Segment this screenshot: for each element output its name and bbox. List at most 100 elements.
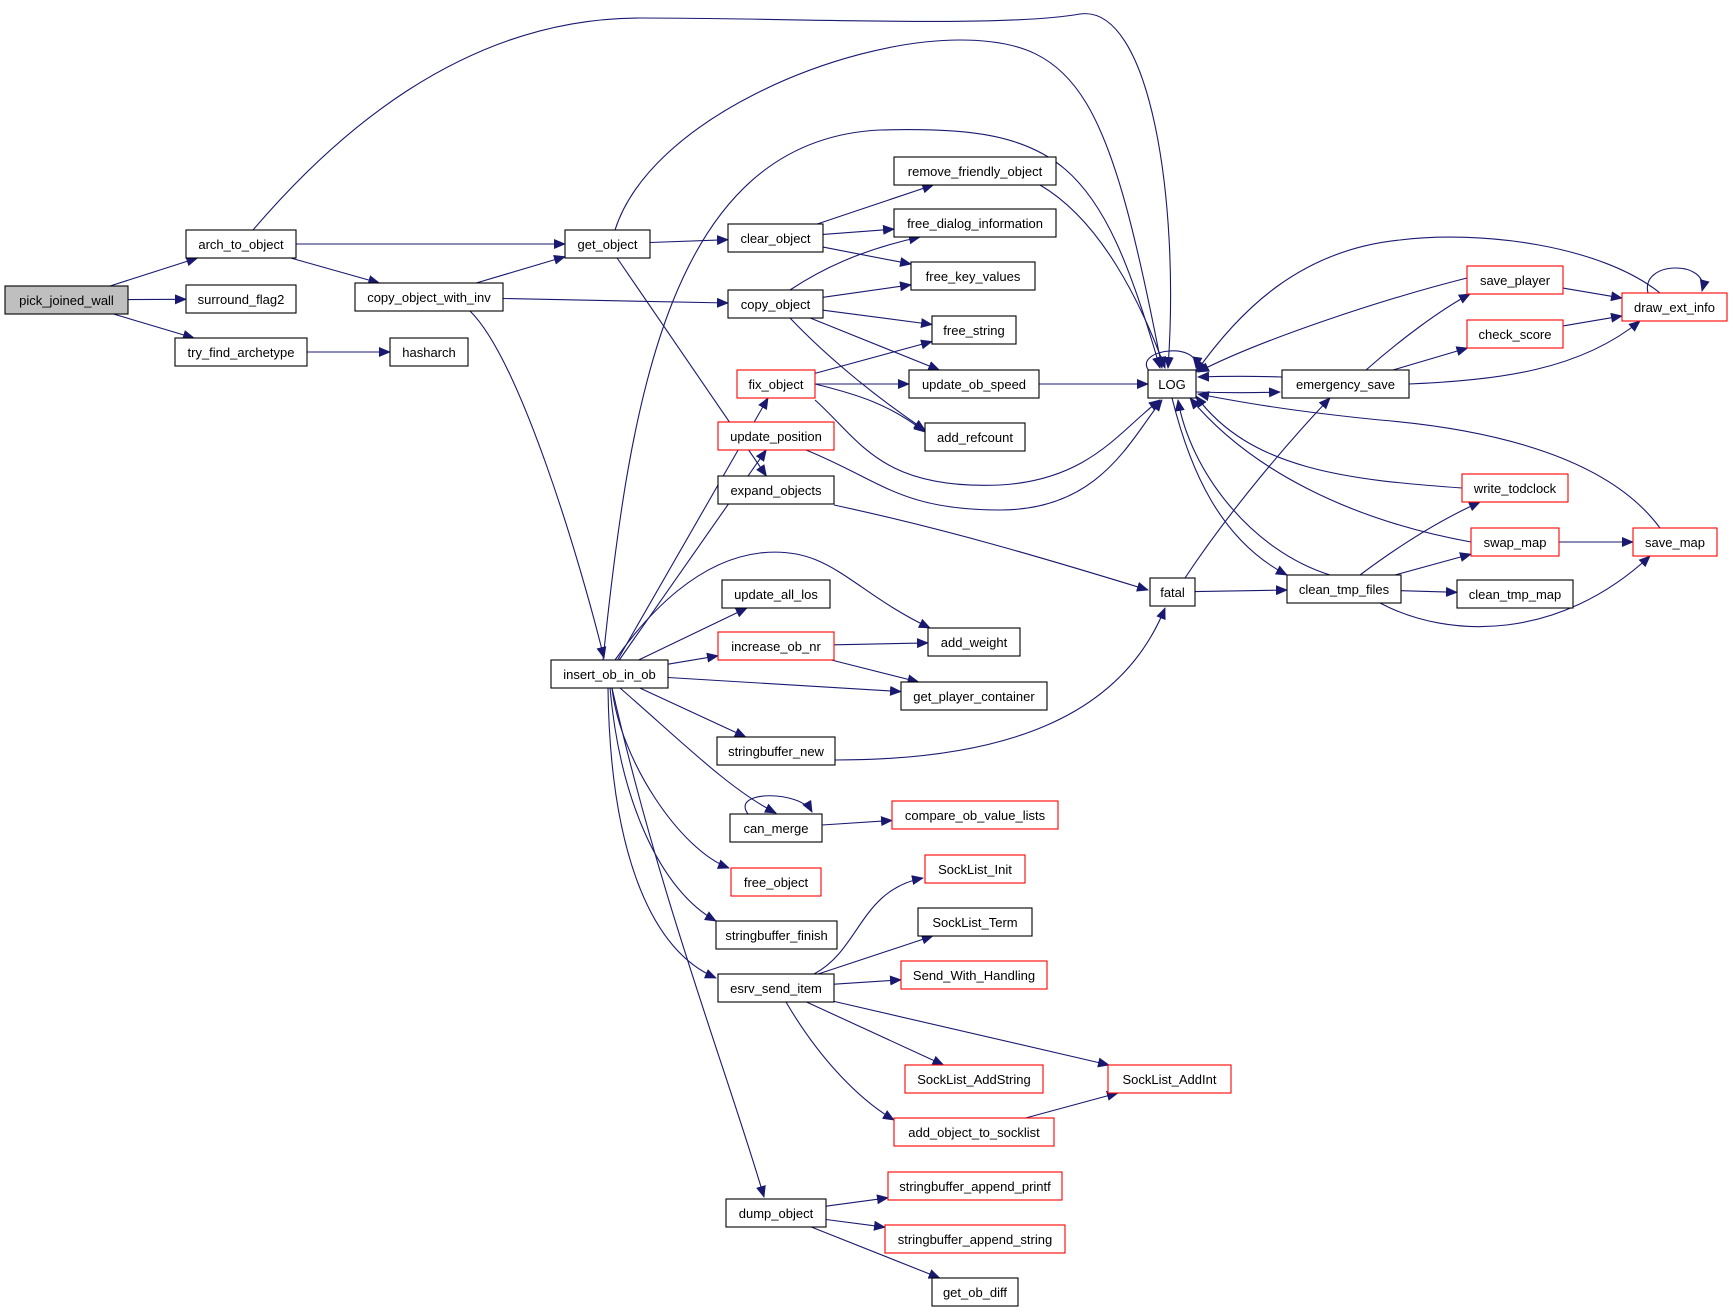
node-socklist-addstring[interactable]: SockList_AddString	[904, 1064, 1044, 1094]
node-box	[1281, 369, 1410, 399]
node-box	[717, 475, 835, 505]
node-insert-ob-in-ob[interactable]: insert_ob_in_ob	[550, 659, 669, 689]
node-free-key-values[interactable]: free_key_values	[910, 261, 1036, 291]
node-label: SockList_AddString	[917, 1072, 1030, 1087]
node-save-player[interactable]: save_player	[1466, 265, 1564, 295]
node-hasharch[interactable]: hasharch	[389, 337, 469, 367]
edge-insert-ob-in-ob-to-stringbuffer-new	[639, 687, 747, 738]
node-send-with-handling[interactable]: Send_With_Handling	[900, 960, 1048, 990]
node-esrv-send-item[interactable]: esrv_send_item	[717, 973, 835, 1003]
node-box	[564, 229, 651, 259]
edge-emergency-save-to-check-score	[1392, 346, 1469, 371]
node-box	[891, 800, 1059, 830]
node-get-ob-diff[interactable]: get_ob_diff	[931, 1277, 1019, 1307]
edge-insert-ob-in-ob-to-dump-object	[611, 687, 766, 1198]
node-socklist-term[interactable]: SockList_Term	[917, 907, 1033, 937]
node-label: stringbuffer_new	[728, 744, 824, 759]
node-box	[721, 579, 831, 609]
node-label: stringbuffer_append_string	[898, 1232, 1052, 1247]
node-box	[1466, 319, 1564, 349]
node-pick-joined-wall[interactable]: pick_joined_wall	[4, 285, 129, 315]
node-box	[715, 920, 838, 950]
node-socklist-addint[interactable]: SockList_AddInt	[1107, 1064, 1232, 1094]
node-copy-object[interactable]: copy_object	[727, 289, 824, 319]
node-update-ob-speed[interactable]: update_ob_speed	[908, 369, 1040, 399]
node-surround-flag2[interactable]: surround_flag2	[185, 284, 297, 314]
edge-copy-object-to-free-key-values	[822, 281, 912, 298]
node-arch-to-object[interactable]: arch_to_object	[185, 229, 297, 259]
edge-esrv-send-item-to-socklist-init	[813, 875, 924, 975]
node-label: free_string	[943, 323, 1004, 338]
edge-can-merge-to-can-merge	[744, 795, 813, 815]
node-stringbuffer-append-printf[interactable]: stringbuffer_append_printf	[887, 1171, 1063, 1201]
edge-dump-object-to-stringbuffer-append-string	[825, 1218, 886, 1231]
edge-fix-object-to-log	[814, 399, 1161, 486]
node-free-string[interactable]: free_string	[931, 315, 1017, 345]
node-socklist-init[interactable]: SockList_Init	[924, 854, 1026, 884]
node-add-weight[interactable]: add_weight	[927, 627, 1021, 657]
node-add-refcount[interactable]: add_refcount	[924, 422, 1026, 452]
node-remove-friendly-object[interactable]: remove_friendly_object	[893, 156, 1057, 186]
node-write-todclock[interactable]: write_todclock	[1461, 473, 1569, 503]
edge-clean-tmp-files-to-swap-map	[1394, 552, 1472, 576]
node-label: can_merge	[743, 821, 808, 836]
edge-get-object-to-clear-object	[649, 235, 729, 246]
node-box	[1461, 473, 1569, 503]
node-free-object[interactable]: free_object	[730, 867, 822, 897]
edge-insert-ob-in-ob-to-can-merge	[619, 687, 777, 814]
node-try-find-archetype[interactable]: try_find_archetype	[174, 337, 308, 367]
node-box	[893, 208, 1057, 238]
edge-layer	[109, 13, 1710, 1279]
node-compare-ob-value-lists[interactable]: compare_ob_value_lists	[891, 800, 1059, 830]
edge-emergency-save-to-draw-ext-info	[1408, 320, 1641, 385]
edge-clean-tmp-files-to-save-map	[1379, 555, 1651, 628]
node-fix-object[interactable]: fix_object	[736, 369, 816, 399]
node-clean-tmp-map[interactable]: clean_tmp_map	[1456, 579, 1574, 609]
node-add-object-to-socklist[interactable]: add_object_to_socklist	[893, 1117, 1055, 1147]
node-can-merge[interactable]: can_merge	[729, 813, 823, 843]
node-box	[893, 156, 1057, 186]
node-get-object[interactable]: get_object	[564, 229, 651, 259]
node-box	[725, 1198, 827, 1228]
node-update-position[interactable]: update_position	[717, 421, 835, 451]
edge-copy-object-to-add-refcount	[789, 317, 926, 431]
node-save-map[interactable]: save_map	[1632, 527, 1718, 557]
node-dump-object[interactable]: dump_object	[725, 1198, 827, 1228]
node-box	[730, 867, 822, 897]
node-update-all-los[interactable]: update_all_los	[721, 579, 831, 609]
edge-copy-object-to-free-dialog-information	[789, 234, 921, 291]
edge-swap-map-to-log	[1189, 397, 1472, 543]
node-box	[1456, 579, 1574, 609]
node-swap-map[interactable]: swap_map	[1470, 527, 1560, 557]
node-expand-objects[interactable]: expand_objects	[717, 475, 835, 505]
edge-log-to-clean-tmp-files	[1171, 397, 1288, 576]
node-log[interactable]: LOG	[1147, 369, 1197, 399]
node-clean-tmp-files[interactable]: clean_tmp_files	[1286, 574, 1402, 604]
node-fatal[interactable]: fatal	[1149, 577, 1196, 607]
node-draw-ext-info[interactable]: draw_ext_info	[1621, 292, 1728, 322]
node-label: save_player	[1480, 273, 1551, 288]
node-stringbuffer-append-string[interactable]: stringbuffer_append_string	[884, 1224, 1066, 1254]
edge-clean-tmp-files-to-clean-tmp-map	[1400, 586, 1458, 597]
node-label: hasharch	[402, 345, 455, 360]
node-box	[1286, 574, 1402, 604]
edge-copy-object-with-inv-to-insert-ob-in-ob	[469, 310, 607, 659]
node-free-dialog-information[interactable]: free_dialog_information	[893, 208, 1057, 238]
node-clear-object[interactable]: clear_object	[727, 223, 824, 253]
node-get-player-container[interactable]: get_player_container	[900, 681, 1048, 711]
node-box	[924, 422, 1026, 452]
node-copy-object-with-inv[interactable]: copy_object_with_inv	[354, 282, 504, 312]
edge-copy-object-to-free-string	[822, 309, 933, 329]
node-stringbuffer-finish[interactable]: stringbuffer_finish	[715, 920, 838, 950]
node-label: esrv_send_item	[730, 981, 822, 996]
node-label: SockList_AddInt	[1123, 1072, 1217, 1087]
node-check-score[interactable]: check_score	[1466, 319, 1564, 349]
node-box	[900, 681, 1048, 711]
node-box	[900, 960, 1048, 990]
node-emergency-save[interactable]: emergency_save	[1281, 369, 1410, 399]
edge-log-to-emergency-save	[1195, 387, 1281, 398]
node-stringbuffer-new[interactable]: stringbuffer_new	[716, 736, 836, 766]
node-increase-ob-nr[interactable]: increase_ob_nr	[717, 631, 835, 661]
edge-fix-object-to-free-string	[814, 339, 933, 374]
